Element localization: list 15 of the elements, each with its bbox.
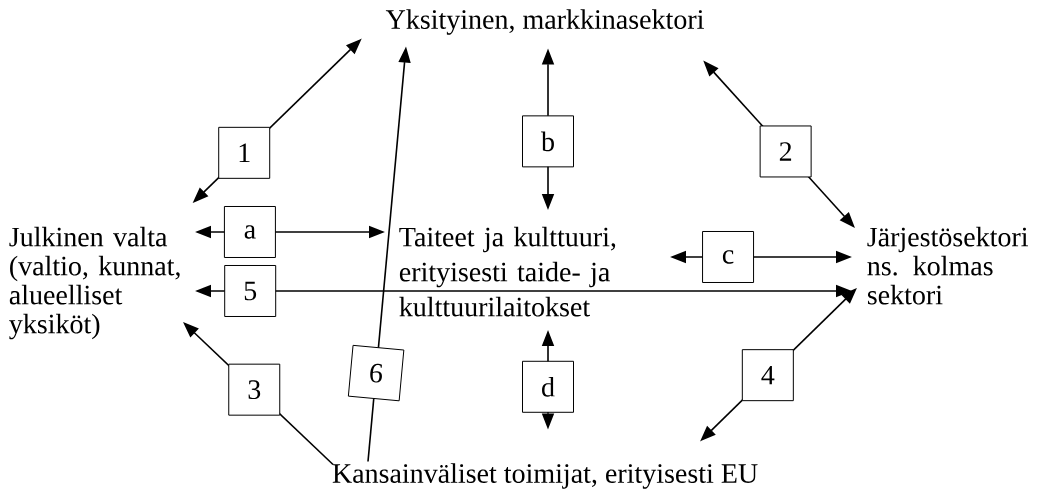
text-label: Kansainväliset toimijat, erityisesti EU xyxy=(332,463,758,489)
text-label: Taiteet ja kulttuuri, erityisesti taide- ja kulttuurilaitokset xyxy=(399,226,616,317)
text-label: Järjestösektori ns. kolmas sektori xyxy=(867,226,1028,305)
edge-label: b xyxy=(522,115,574,168)
edge-label: 1 xyxy=(218,126,271,179)
text-label: Yksityinen, markkinasektori xyxy=(385,9,704,35)
edge-label: a xyxy=(223,206,276,258)
edge-label: 6 xyxy=(347,344,405,402)
edge-label: d xyxy=(522,360,574,413)
text-label: Julkinen valta (valtio, kunnat, alueelliset yksiköt) xyxy=(9,226,180,340)
edge-label: 2 xyxy=(759,125,812,178)
edge-label: 5 xyxy=(224,265,277,317)
edge-label: 3 xyxy=(228,363,281,416)
edge-label: c xyxy=(702,231,755,283)
edge-label: 4 xyxy=(741,349,794,402)
